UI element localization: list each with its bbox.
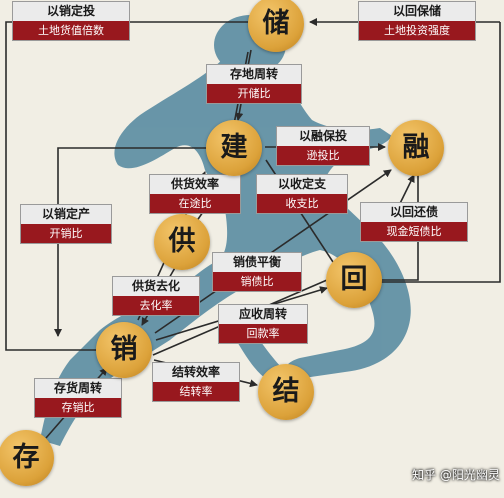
label-title: 以销定产 [21, 205, 111, 224]
label-title: 供货去化 [113, 277, 199, 296]
label-inventory-turnover: 存货周转 存销比 [34, 378, 122, 418]
label-metric: 逊投比 [277, 146, 369, 165]
label-return-guarantees-reserve: 以回保储 土地投资强度 [358, 1, 476, 41]
label-metric: 销债比 [213, 272, 301, 291]
label-metric: 土地货值倍数 [13, 21, 129, 40]
label-title: 以回保储 [359, 2, 475, 21]
label-metric: 现金短债比 [361, 222, 467, 241]
label-return-repays-debt: 以回还债 现金短债比 [360, 202, 468, 242]
node-stock: 存 [0, 430, 54, 486]
label-supply-efficiency: 供货效率 在途比 [149, 174, 241, 214]
label-metric: 回款率 [219, 324, 307, 343]
label-title: 应收周转 [219, 305, 307, 324]
node-settle: 结 [258, 364, 314, 420]
label-finance-guarantees-investment: 以融保投 逊投比 [276, 126, 370, 166]
label-title: 以收定支 [257, 175, 347, 194]
label-metric: 存销比 [35, 398, 121, 417]
label-metric: 在途比 [150, 194, 240, 213]
label-title: 供货效率 [150, 175, 240, 194]
label-supply-absorption: 供货去化 去化率 [112, 276, 200, 316]
node-finance: 融 [388, 120, 444, 176]
label-title: 结转效率 [153, 363, 239, 382]
label-settlement-efficiency: 结转效率 结转率 [152, 362, 240, 402]
label-title: 以回还债 [361, 203, 467, 222]
label-metric: 结转率 [153, 382, 239, 401]
label-sales-driven-production: 以销定产 开销比 [20, 204, 112, 244]
label-title: 存地周转 [207, 65, 301, 84]
label-metric: 开储比 [207, 84, 301, 103]
label-metric: 去化率 [113, 296, 199, 315]
node-build: 建 [206, 120, 262, 176]
label-metric: 土地投资强度 [359, 21, 475, 40]
watermark: 知乎 @阳光幽灵 [412, 468, 500, 482]
label-income-determines-expense: 以收定支 收支比 [256, 174, 348, 214]
label-sales-driven-investment: 以销定投 土地货值倍数 [12, 1, 130, 41]
label-title: 以融保投 [277, 127, 369, 146]
label-title: 销债平衡 [213, 253, 301, 272]
node-sales: 销 [96, 322, 152, 378]
node-return: 回 [326, 252, 382, 308]
node-supply: 供 [154, 214, 210, 270]
label-title: 以销定投 [13, 2, 129, 21]
label-metric: 开销比 [21, 224, 111, 243]
label-receivable-turnover: 应收周转 回款率 [218, 304, 308, 344]
label-land-turnover: 存地周转 开储比 [206, 64, 302, 104]
label-title: 存货周转 [35, 379, 121, 398]
label-sales-debt-balance: 销债平衡 销债比 [212, 252, 302, 292]
label-metric: 收支比 [257, 194, 347, 213]
node-reserve: 储 [248, 0, 304, 52]
